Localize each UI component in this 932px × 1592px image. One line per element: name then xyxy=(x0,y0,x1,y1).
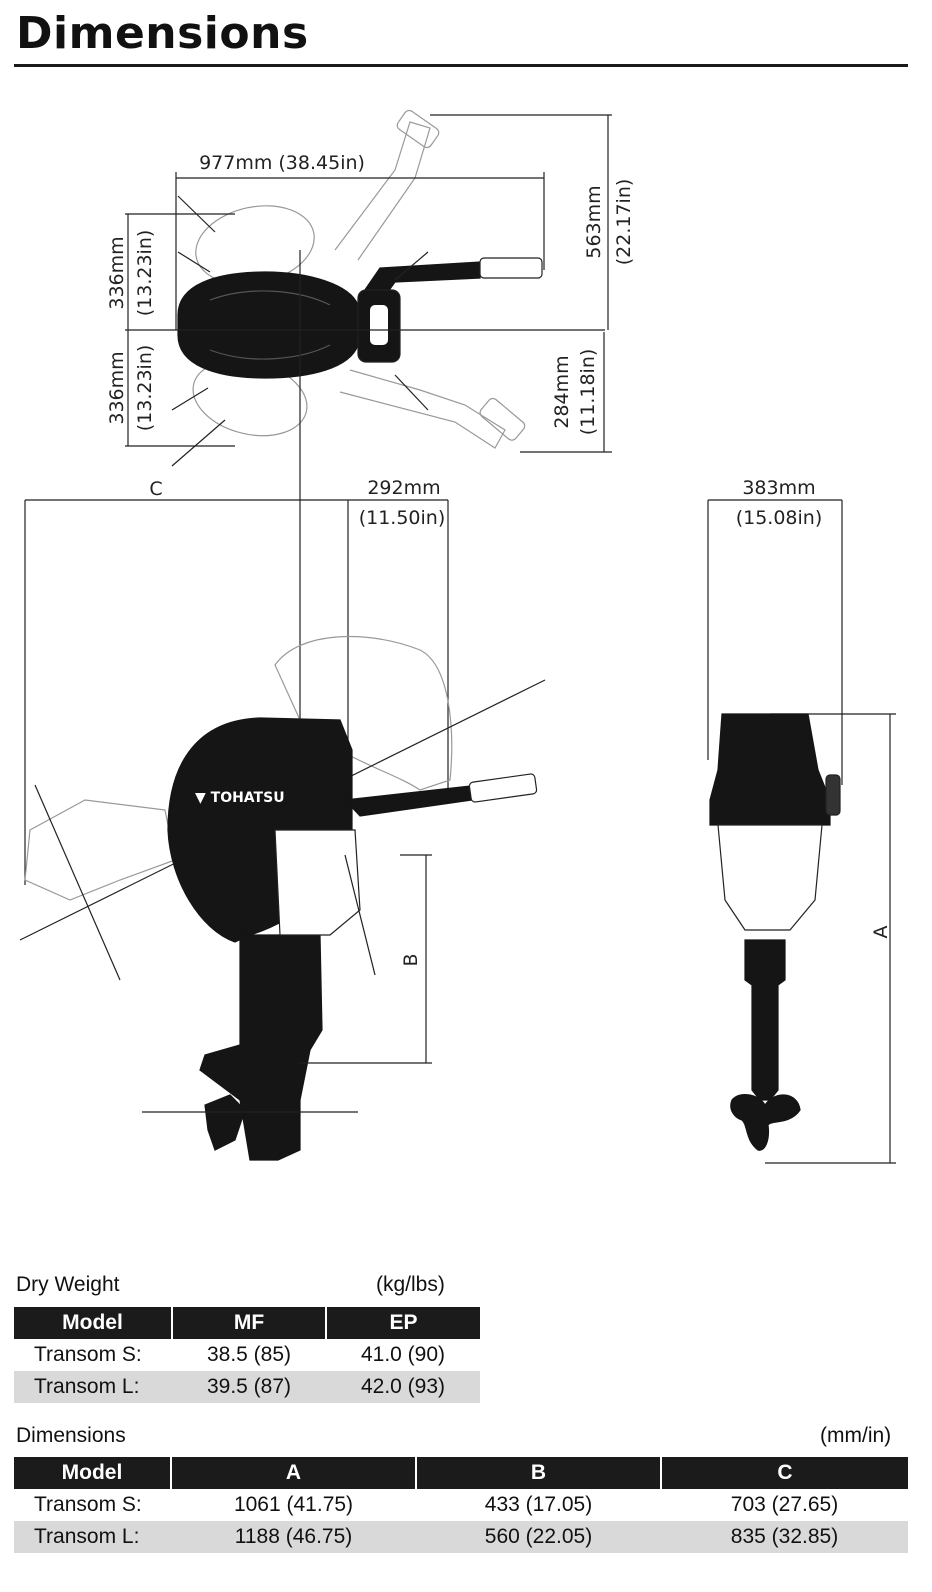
table-cell: Transom S: xyxy=(34,1493,142,1516)
engine-dimension-diagram: ▼ TOHATSU 977mm (38.45in) 336mm (13.23in… xyxy=(19,109,896,1164)
top-right-lower-in: (11.18in) xyxy=(577,349,599,436)
table-cell: 38.5 (85) xyxy=(206,1343,292,1366)
column-header: MF xyxy=(172,1307,327,1339)
table-header-row: Model A B C xyxy=(14,1457,908,1489)
top-ghost-grip-lower xyxy=(479,397,526,441)
top-width-label: 977mm (38.45in) xyxy=(199,152,365,174)
rear-width-mm: 383mm xyxy=(742,477,815,499)
side-tilt-in: (11.50in) xyxy=(359,507,446,529)
side-propeller xyxy=(204,1094,246,1151)
table-cell: Transom L: xyxy=(14,1521,171,1553)
table-header-row: Model MF EP xyxy=(14,1307,480,1339)
top-lower-left-mm: 336mm xyxy=(106,351,128,424)
top-lower-left-in: (13.23in) xyxy=(134,345,156,432)
table-row: Transom S: 38.5 (85) 41.0 (90) xyxy=(14,1339,480,1371)
column-header: A xyxy=(171,1457,417,1489)
table-cell: 42.0 (93) xyxy=(326,1371,480,1403)
dimensions-table: Model A B C Transom S: 1061 (41.75) 433 … xyxy=(14,1457,908,1553)
top-cowl xyxy=(177,271,359,379)
side-tilt-mm: 292mm xyxy=(367,477,440,499)
side-ghost-leg xyxy=(24,799,176,901)
column-header: Model xyxy=(14,1307,173,1339)
table-cell: 703 (27.65) xyxy=(730,1493,839,1516)
top-ghost-grip-upper xyxy=(396,109,440,149)
table-cell: Transom L: xyxy=(14,1371,172,1403)
dimensions-caption: Dimensions xyxy=(16,1424,126,1447)
column-header: C xyxy=(661,1457,908,1489)
top-cowl-ridge xyxy=(209,290,331,360)
rear-tiller-grip xyxy=(825,774,841,816)
table-row: Transom S: 1061 (41.75) 433 (17.05) 703 … xyxy=(14,1489,908,1521)
table-cell: 39.5 (87) xyxy=(172,1371,326,1403)
page-title: Dimensions xyxy=(16,8,309,59)
dry-weight-caption: Dry Weight xyxy=(16,1273,120,1296)
table-row: Transom L: 1188 (46.75) 560 (22.05) 835 … xyxy=(14,1521,908,1553)
top-upper-left-mm: 336mm xyxy=(106,236,128,309)
top-right-lower-mm: 284mm xyxy=(551,355,573,428)
top-right-height-in: (22.17in) xyxy=(613,179,635,266)
top-ghost-tiller-upper xyxy=(334,121,431,261)
side-brand-logo: ▼ TOHATSU xyxy=(195,790,285,806)
rear-cowl xyxy=(709,713,831,826)
top-right-height-mm: 563mm xyxy=(583,185,605,258)
column-header: B xyxy=(416,1457,662,1489)
table-cell: 560 (22.05) xyxy=(416,1521,661,1553)
side-tiller-arm xyxy=(343,785,473,817)
top-upper-left-in: (13.23in) xyxy=(134,230,156,317)
dry-weight-table: Model MF EP Transom S: 38.5 (85) 41.0 (9… xyxy=(14,1307,480,1403)
table-cell: 41.0 (90) xyxy=(360,1343,446,1366)
dry-weight-unit: (kg/lbs) xyxy=(376,1273,445,1296)
side-b-label: B xyxy=(400,953,422,966)
side-midsection xyxy=(199,934,323,1161)
table-cell: 835 (32.85) xyxy=(661,1521,908,1553)
column-header: EP xyxy=(326,1307,480,1339)
table-cell: 1188 (46.75) xyxy=(171,1521,416,1553)
rear-a-label: A xyxy=(870,926,892,939)
rear-midsection xyxy=(744,939,786,1101)
rear-propeller xyxy=(730,1093,801,1151)
dimensions-unit: (mm/in) xyxy=(820,1424,892,1447)
top-ghost-tiller-lower xyxy=(339,369,506,449)
table-cell: 1061 (41.75) xyxy=(233,1493,354,1516)
table-cell: Transom S: xyxy=(34,1343,142,1366)
table-row: Transom L: 39.5 (87) 42.0 (93) xyxy=(14,1371,480,1403)
side-c-label: C xyxy=(149,478,162,500)
side-tiller-grip xyxy=(468,773,538,803)
top-tiller-grip xyxy=(479,257,543,279)
top-bracket-hole xyxy=(370,305,388,345)
rear-bracket xyxy=(717,824,823,931)
column-header: Model xyxy=(14,1457,172,1489)
side-bracket xyxy=(274,829,361,936)
table-cell: 433 (17.05) xyxy=(484,1493,593,1516)
rear-width-in: (15.08in) xyxy=(736,507,823,529)
side-ghost-engine xyxy=(274,635,453,791)
title-divider xyxy=(14,64,908,67)
